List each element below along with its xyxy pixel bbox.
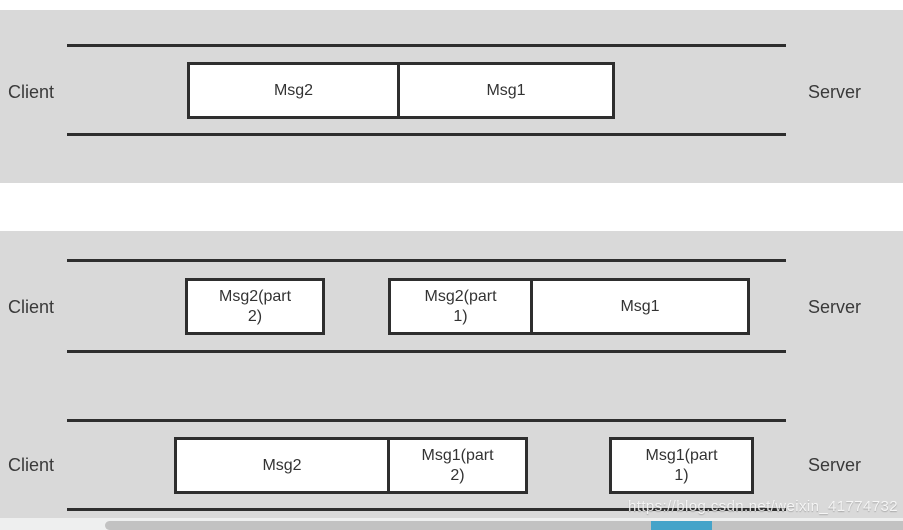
pipe-bottom-line-lane1 — [67, 133, 786, 136]
message-box-lane2-msg1: Msg1 — [530, 278, 750, 335]
server-label-lane3: Server — [808, 455, 862, 475]
client-label-lane3: Client — [8, 455, 55, 475]
server-label-lane1: Server — [808, 82, 862, 102]
scrollbar-track[interactable] — [105, 521, 903, 530]
message-box-lane3-msg2: Msg2 — [174, 437, 390, 494]
message-box-lane3-msg1-part1: Msg1(part 1) — [609, 437, 754, 494]
pipe-top-line-lane2 — [67, 259, 786, 262]
server-label-lane2: Server — [808, 297, 862, 317]
message-box-lane1-msg1: Msg1 — [397, 62, 615, 119]
pipe-top-line-lane1 — [67, 44, 786, 47]
message-box-lane3-msg1-part2: Msg1(part 2) — [387, 437, 528, 494]
message-box-lane2-msg2-part1: Msg2(part 1) — [388, 278, 533, 335]
message-box-lane1-msg2: Msg2 — [187, 62, 400, 119]
message-box-lane2-msg2-part2: Msg2(part 2) — [185, 278, 325, 335]
scrollbar-thumb[interactable] — [651, 521, 712, 530]
client-label-lane1: Client — [8, 82, 55, 102]
pipe-bottom-line-lane3 — [67, 508, 786, 511]
pipe-bottom-line-lane2 — [67, 350, 786, 353]
client-label-lane2: Client — [8, 297, 55, 317]
csdn-watermark: https://blog.csdn.net/weixin_41774732 — [628, 498, 898, 515]
pipe-top-line-lane3 — [67, 419, 786, 422]
